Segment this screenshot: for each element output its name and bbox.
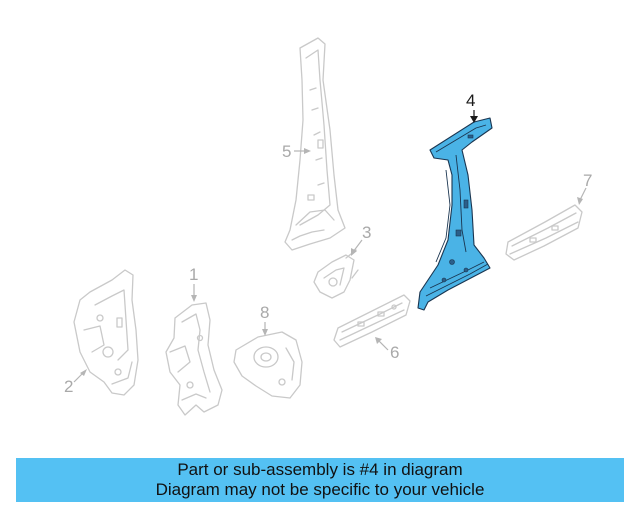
part-1-bracket — [165, 302, 223, 416]
part-6-sill — [333, 294, 411, 348]
part-7-rear-sill — [505, 204, 583, 261]
svg-text:8: 8 — [260, 303, 269, 322]
part-2-panel — [73, 269, 139, 396]
callout-5[interactable]: 5 — [282, 142, 311, 161]
svg-text:4: 4 — [466, 91, 475, 110]
callout-3[interactable]: 3 — [351, 223, 371, 256]
part-8-plate — [233, 331, 303, 399]
callout-4[interactable]: 4 — [466, 91, 478, 123]
part-5-pillar — [284, 37, 346, 251]
callout-8[interactable]: 8 — [260, 303, 269, 336]
svg-text:7: 7 — [583, 171, 592, 190]
svg-text:1: 1 — [189, 265, 198, 284]
part-3-small-bracket — [313, 249, 359, 299]
part-4-b-pillar-highlighted[interactable] — [417, 117, 493, 311]
svg-text:3: 3 — [362, 223, 371, 242]
callout-7[interactable]: 7 — [577, 171, 592, 205]
svg-text:6: 6 — [390, 343, 399, 362]
banner-line-2: Diagram may not be specific to your vehi… — [155, 480, 485, 499]
callout-1[interactable]: 1 — [189, 265, 198, 302]
info-banner: Part or sub-assembly is #4 in diagram Di… — [16, 458, 624, 502]
svg-text:2: 2 — [64, 377, 73, 396]
callout-6[interactable]: 6 — [375, 337, 399, 362]
svg-text:5: 5 — [282, 142, 291, 161]
banner-line-1: Part or sub-assembly is #4 in diagram — [177, 460, 463, 479]
callout-2[interactable]: 2 — [64, 369, 87, 396]
